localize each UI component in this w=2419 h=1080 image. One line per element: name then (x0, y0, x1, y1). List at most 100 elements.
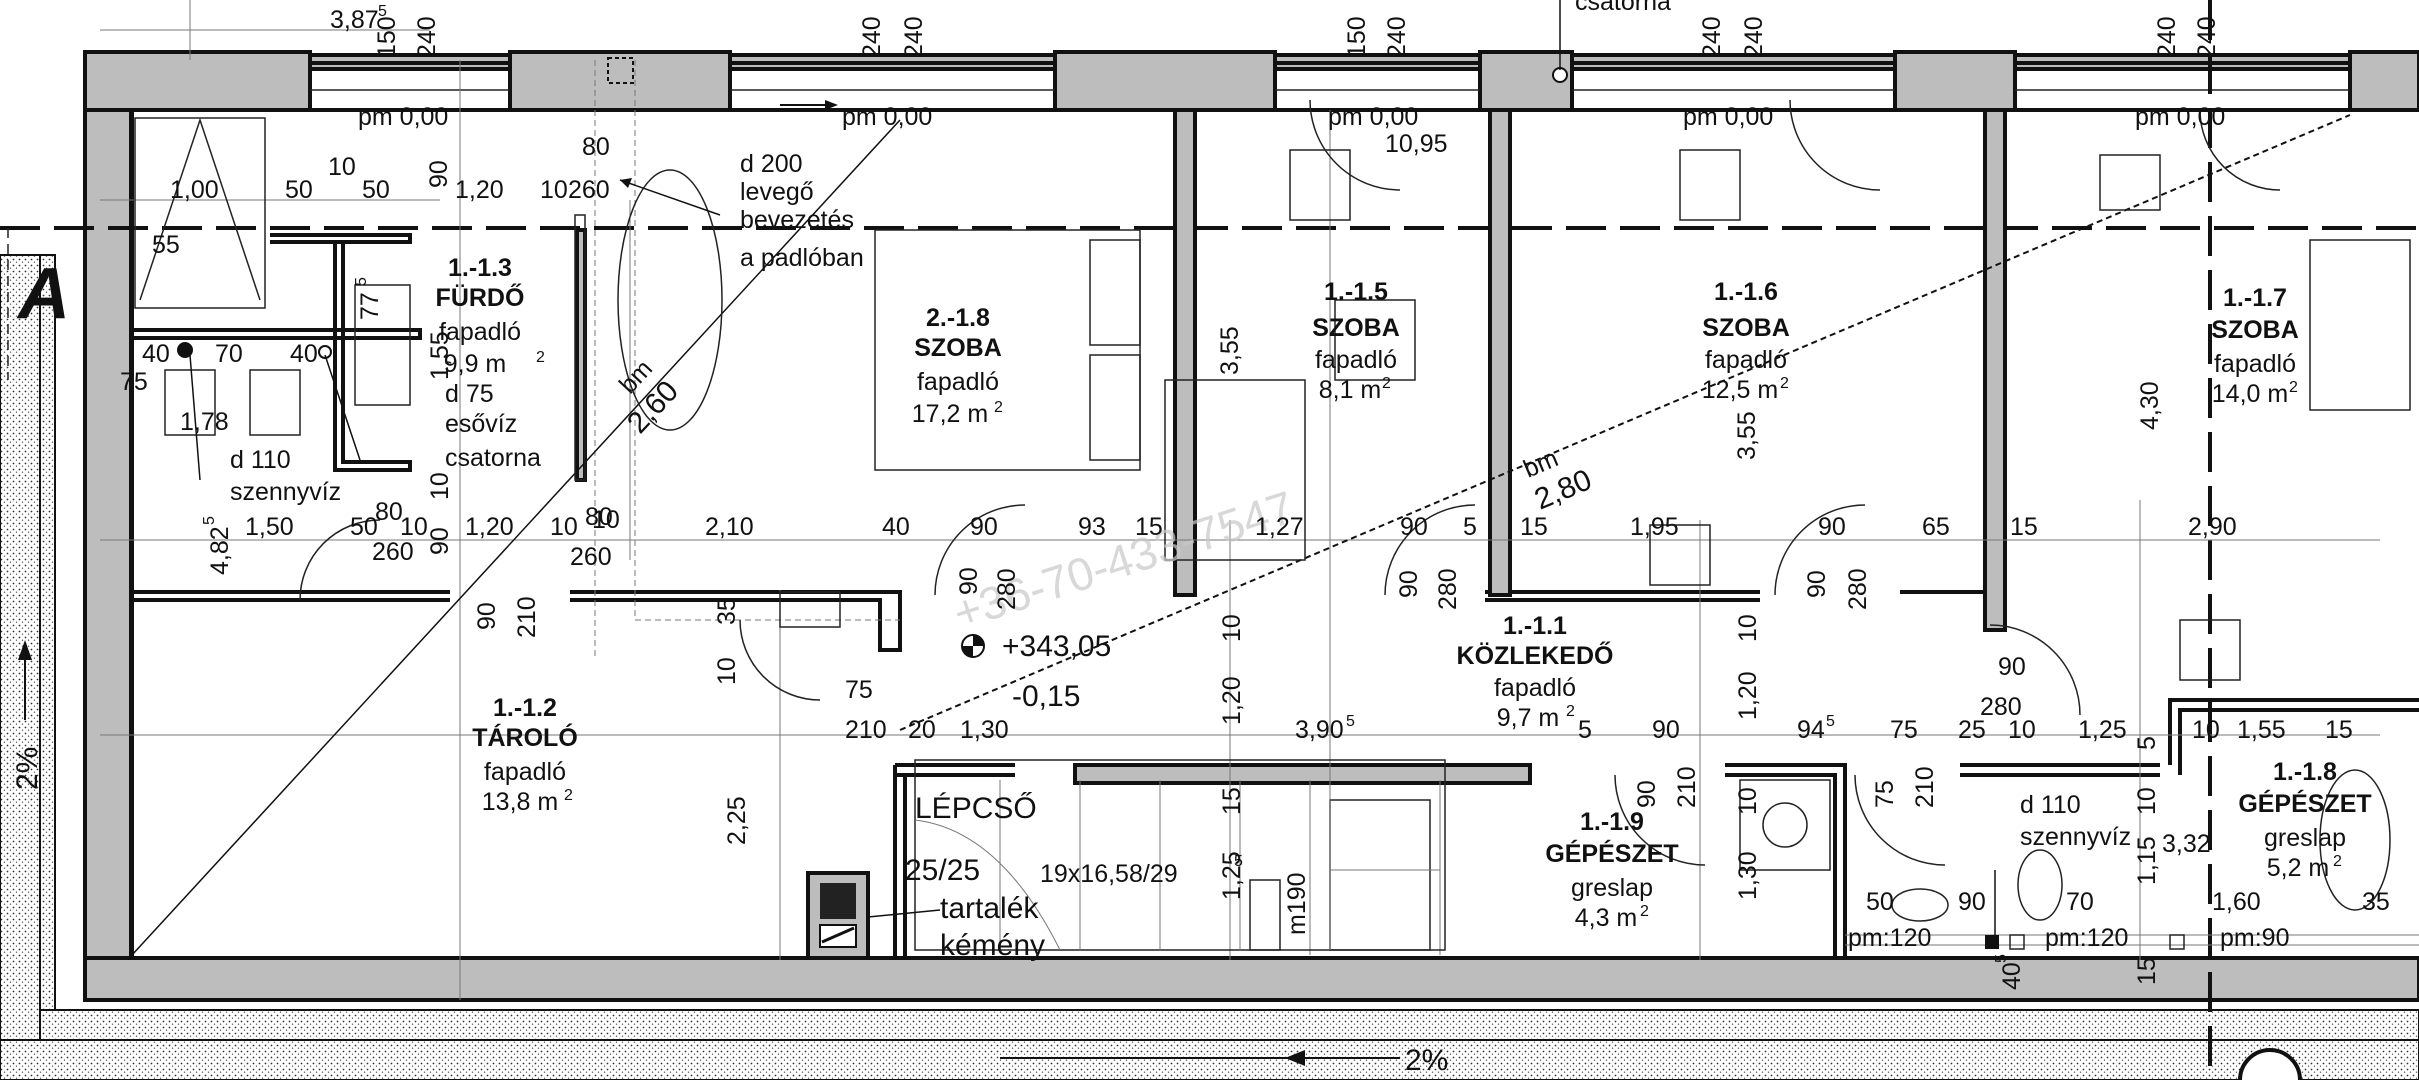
dim-text: 240 (413, 16, 441, 58)
dim-text: 1,20 (465, 513, 514, 541)
room-id: 2.-1.8 (926, 304, 990, 332)
dim-text: 90 (1998, 653, 2026, 681)
dim-text: 2,10 (705, 513, 754, 541)
room-area-sup: 2 (1566, 703, 1575, 720)
room-floor: fapadló (2214, 350, 2296, 378)
window-piers (83, 50, 2419, 112)
dim-text: 1,78 (180, 408, 229, 436)
dim-text: 35 (713, 597, 741, 625)
dim-text: 260 (568, 176, 610, 204)
room-name: GÉPÉSZET (1545, 839, 1678, 868)
dim-sup: 5 (1826, 713, 1835, 730)
dim-text: 10,95 (1385, 130, 1448, 158)
dim-text: 40 (290, 340, 318, 368)
dim-text: 75 (1890, 716, 1918, 744)
dim-text: 5 (2133, 736, 2161, 750)
room-gépészet-1-1-9: 1.-1.9 GÉPÉSZET greslap 4,3 m 2 (1545, 808, 1678, 932)
dim-text: 25 (1958, 716, 1986, 744)
dim-text: 150 (1343, 16, 1371, 58)
room-name: SZOBA (2211, 316, 2299, 344)
dim-text: 93 (1078, 513, 1106, 541)
level-marker: -0,15 (1012, 680, 1080, 713)
note: szennyvíz (230, 478, 341, 506)
note: esővíz (445, 410, 517, 438)
room-gépészet-1-1-8: 1.-1.8 GÉPÉSZET greslap 5,2 m 2 (2238, 758, 2371, 882)
note: m190 (1283, 872, 1311, 935)
room-name: GÉPÉSZET (2238, 789, 2371, 818)
room-area: 13,8 m (482, 788, 558, 816)
room-floor: fapadló (484, 758, 566, 786)
room-area-sup: 2 (2289, 379, 2298, 396)
dim-text: 1,20 (455, 176, 504, 204)
dim-text: 150 (373, 16, 401, 58)
room-name: SZOBA (1702, 314, 1790, 342)
level-marker: +343,05 (1002, 630, 1111, 663)
pm-label: pm 0,00 (842, 103, 932, 131)
dim-text: 50 (285, 176, 313, 204)
dim-text: 90 (473, 602, 501, 630)
room-id: 1.-1.9 (1580, 808, 1644, 836)
room-szoba-2-1-8: 2.-1.8 SZOBA fapadló 17,2 m 2 (912, 304, 1003, 428)
dim-text: 1,95 (1630, 513, 1679, 541)
dim-text: 10 (2133, 787, 2161, 815)
dim-text: 40 (882, 513, 910, 541)
dim-text: 10 (328, 153, 356, 181)
dim-text: 1,55 (426, 331, 454, 380)
dim-text: 3,87 (330, 6, 379, 34)
dim-text: 1,20 (1734, 671, 1762, 720)
room-area-sup: 2 (994, 399, 1003, 416)
dim-text: 10 (2192, 716, 2220, 744)
dim-text: 90 (426, 527, 454, 555)
dim-text: 90 (1958, 888, 1986, 916)
note: tartalék (940, 892, 1039, 925)
dim-text: 280 (993, 568, 1021, 610)
room-id: 1.-1.6 (1714, 278, 1778, 306)
room-floor: greslap (2264, 824, 2346, 852)
dim-text: 3,90 (1295, 716, 1344, 744)
dim-text: 90 (1395, 570, 1423, 598)
note: kémény (940, 929, 1045, 962)
dim-text: 35 (2362, 888, 2390, 916)
room-id: 1.-1.5 (1324, 278, 1388, 306)
dim-text: 5 (1463, 513, 1477, 541)
room-floor: greslap (1571, 874, 1653, 902)
dim-text: 80 (375, 498, 403, 526)
dim-text: 1,00 (170, 176, 219, 204)
note: 25/25 (905, 854, 980, 887)
pm-label: pm 0,00 (2135, 103, 2225, 131)
dim-text: 10 (540, 176, 568, 204)
room-id: 1.-1.2 (493, 694, 557, 722)
dim-text: 80 (582, 133, 610, 161)
note: pm:120 (2045, 924, 2128, 952)
dim-text: 240 (900, 16, 928, 58)
dim-text: 50 (362, 176, 390, 204)
dim-text: 10 (2008, 716, 2036, 744)
room-area-sup: 2 (1640, 903, 1649, 920)
room-area-sup: 2 (1780, 375, 1789, 392)
dim-text: 240 (2153, 16, 2181, 58)
dim-text: 4,82 (206, 526, 234, 575)
room-area: 17,2 m (912, 400, 988, 428)
dim-text: 240 (1698, 16, 1726, 58)
dim-text: 90 (970, 513, 998, 541)
note: 5 (1234, 853, 1243, 870)
room-floor: fapadló (1494, 674, 1576, 702)
dim-text: 40 (142, 340, 170, 368)
dim-text: 70 (215, 340, 243, 368)
room-floor: fapadló (1315, 346, 1397, 374)
dim-text: 75 (845, 676, 873, 704)
dim-text: 1,60 (2212, 888, 2261, 916)
dim-text: 15 (2133, 957, 2161, 985)
room-area: 14,0 m (2212, 380, 2288, 408)
room-area-sup: 2 (2333, 853, 2342, 870)
dim-text: 15 (1520, 513, 1548, 541)
dim-text: 210 (845, 716, 887, 744)
dim-text: 1,25 (1218, 851, 1246, 900)
room-area: 8,1 m (1319, 376, 1382, 404)
room-id: 1.-1.1 (1503, 612, 1567, 640)
dim-text: 90 (955, 567, 983, 595)
room-name: SZOBA (914, 334, 1002, 362)
slope-left: 2% (11, 747, 44, 790)
dim-text: 94 (1797, 716, 1825, 744)
